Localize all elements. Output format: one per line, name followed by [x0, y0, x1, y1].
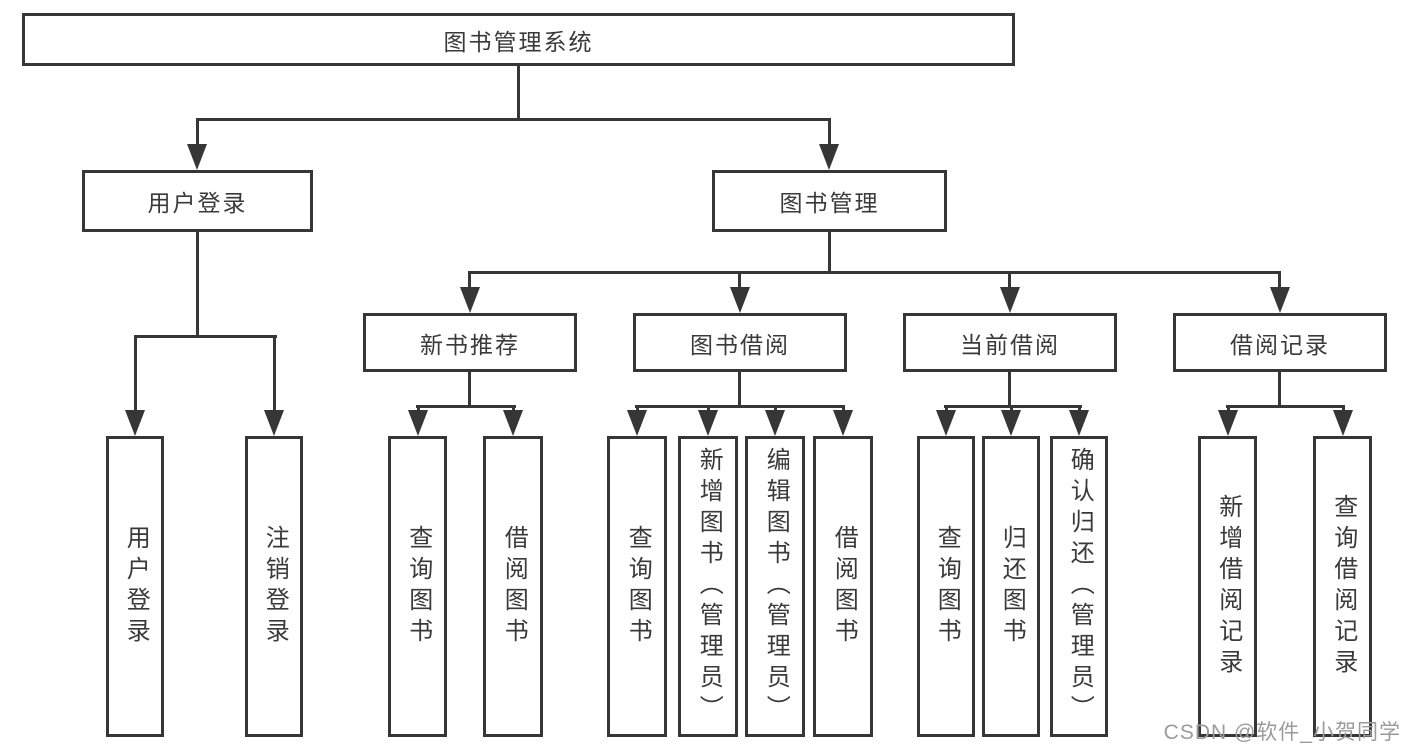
- connector-records-stem: [1278, 371, 1281, 408]
- connector-leaf-drop: [1010, 405, 1013, 413]
- node-leaf-confirm-return-admin: 确认归还（管理员）: [1050, 436, 1108, 737]
- connector-records-hbar: [1226, 405, 1345, 408]
- watermark: CSDN @软件_小贺同学: [1163, 721, 1401, 744]
- node-leaf-label: 新增图书（管理员）: [695, 447, 723, 726]
- arrowhead-down-icon: [765, 410, 785, 436]
- node-borrowing-records-label: 借阅记录: [1230, 331, 1330, 358]
- node-leaf-label: 借阅图书: [500, 524, 528, 649]
- connector-leaf-drop: [512, 405, 515, 413]
- arrowhead-down-icon: [503, 410, 523, 436]
- node-current-borrowing: 当前借阅: [903, 313, 1117, 372]
- node-leaf-label: 查询图书: [404, 524, 432, 649]
- node-leaf-logout: 注销登录: [245, 436, 303, 737]
- node-new-book-recommend: 新书推荐: [363, 313, 577, 372]
- connector-level2-drop-right: [828, 118, 831, 148]
- node-leaf-edit-books-admin: 编辑图书（管理员）: [745, 436, 805, 737]
- node-borrowing-records: 借阅记录: [1173, 313, 1387, 372]
- connector-leaf-drop: [707, 405, 710, 413]
- node-leaf-add-books-admin: 新增图书（管理员）: [678, 436, 738, 737]
- node-book-management: 图书管理: [712, 170, 947, 232]
- connector-leaf-drop: [842, 405, 845, 413]
- connector-leaf-drop: [774, 405, 777, 413]
- node-leaf-add-borrow-record: 新增借阅记录: [1198, 436, 1257, 737]
- node-leaf-label: 查询借阅记录: [1329, 493, 1357, 680]
- connector-borrowing-stem: [738, 371, 741, 408]
- node-leaf-query-borrow-record: 查询借阅记录: [1313, 436, 1372, 737]
- node-leaf-label: 归还图书: [998, 524, 1026, 649]
- connector-bookmgmt-stem: [828, 232, 831, 274]
- arrowhead-down-icon: [627, 410, 647, 436]
- node-leaf-label: 用户登录: [122, 524, 150, 649]
- connector-leaf-drop: [1227, 405, 1230, 413]
- connector-level3-drop: [1278, 271, 1281, 291]
- arrowhead-down-icon: [936, 410, 956, 436]
- arrowhead-down-icon: [125, 410, 145, 436]
- node-book-borrowing: 图书借阅: [633, 313, 847, 372]
- arrowhead-down-icon: [1270, 287, 1290, 313]
- arrowhead-down-icon: [833, 410, 853, 436]
- connector-level2-drop-left: [196, 118, 199, 148]
- node-book-borrowing-label: 图书借阅: [690, 331, 790, 358]
- arrowhead-down-icon: [1333, 410, 1353, 436]
- node-leaf-query-books-2: 查询图书: [607, 436, 667, 737]
- connector-level2-hbar: [196, 118, 831, 121]
- connector-userlogin-hbar: [134, 335, 277, 338]
- node-leaf-query-books-1: 查询图书: [388, 436, 447, 737]
- connector-leaf-drop: [1078, 405, 1081, 413]
- connector-leaf-drop: [945, 405, 948, 413]
- connector-current-hbar: [944, 405, 1082, 408]
- node-leaf-borrow-books-1: 借阅图书: [483, 436, 543, 737]
- arrowhead-down-icon: [187, 144, 207, 170]
- connector-newbooks-hbar: [416, 405, 516, 408]
- arrowhead-down-icon: [1218, 410, 1238, 436]
- arrowhead-down-icon: [819, 144, 839, 170]
- node-new-book-recommend-label: 新书推荐: [420, 331, 520, 358]
- arrowhead-down-icon: [1001, 410, 1021, 436]
- node-leaf-return-books: 归还图书: [982, 436, 1040, 737]
- connector-userlogin-stem: [196, 232, 199, 338]
- connector-level3-drop: [1008, 271, 1011, 291]
- connector-userlogin-drop: [134, 335, 137, 415]
- arrowhead-down-icon: [1000, 287, 1020, 313]
- connector-userlogin-drop: [273, 335, 276, 415]
- connector-root-stem: [517, 64, 520, 121]
- node-leaf-label: 借阅图书: [830, 524, 858, 649]
- arrowhead-down-icon: [730, 287, 750, 313]
- node-leaf-query-books-3: 查询图书: [917, 436, 975, 737]
- connector-newbooks-stem: [468, 371, 471, 408]
- node-user-login-label: 用户登录: [147, 190, 248, 216]
- node-root: 图书管理系统: [22, 13, 1015, 66]
- node-leaf-label: 编辑图书（管理员）: [762, 447, 790, 726]
- node-leaf-label: 查询图书: [933, 524, 961, 649]
- arrowhead-down-icon: [698, 410, 718, 436]
- node-leaf-label: 确认归还（管理员）: [1066, 447, 1094, 726]
- connector-borrowing-hbar: [635, 405, 845, 408]
- node-leaf-label: 新增借阅记录: [1214, 493, 1242, 680]
- connector-leaf-drop: [1342, 405, 1345, 413]
- connector-level3-drop: [468, 271, 471, 291]
- node-leaf-user-login: 用户登录: [106, 436, 164, 737]
- node-leaf-label: 注销登录: [261, 524, 289, 649]
- connector-level3-hbar: [468, 271, 1281, 274]
- connector-level3-drop: [738, 271, 741, 291]
- arrowhead-down-icon: [460, 287, 480, 313]
- arrowhead-down-icon: [1069, 410, 1089, 436]
- arrowhead-down-icon: [408, 410, 428, 436]
- node-book-management-label: 图书管理: [779, 190, 880, 216]
- node-current-borrowing-label: 当前借阅: [960, 331, 1060, 358]
- node-root-label: 图书管理系统: [443, 28, 594, 55]
- arrowhead-down-icon: [264, 410, 284, 436]
- connector-leaf-drop: [417, 405, 420, 413]
- connector-leaf-drop: [636, 405, 639, 413]
- connector-current-stem: [1008, 371, 1011, 408]
- node-leaf-label: 查询图书: [624, 524, 652, 649]
- node-user-login: 用户登录: [82, 170, 313, 232]
- node-leaf-borrow-books-2: 借阅图书: [813, 436, 873, 737]
